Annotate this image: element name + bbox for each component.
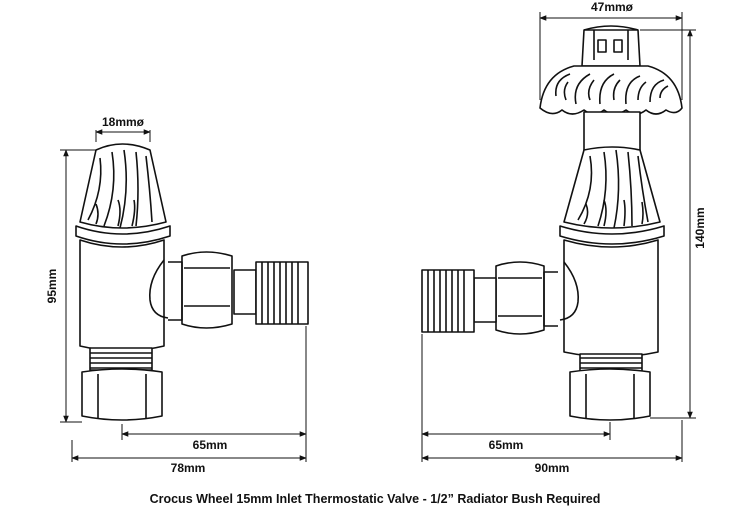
right-valve-spindle-cap [581,25,641,67]
right-valve-crocus-wheel [539,65,683,115]
left-valve-lower-nut [81,368,163,421]
left-valve-elbow [148,259,169,319]
right-inlet-offset-label: 65mm [489,438,524,452]
right-head-diameter-label: 47mmø [591,0,634,14]
right-valve-dimension-lines [421,12,696,462]
left-overall-width-label: 78mm [171,461,206,475]
left-head-diameter-label: 18mmø [102,115,145,129]
right-height-label: 140mm [693,207,707,248]
left-valve-drawing [75,143,309,421]
left-inlet-offset-label: 65mm [193,438,228,452]
right-valve-drawing [421,25,683,421]
right-valve-lower-thread [579,353,643,373]
right-valve-side-nut [495,261,558,335]
right-overall-width-label: 90mm [535,461,570,475]
left-height-label: 95mm [45,269,59,304]
left-valve-tail-thread [233,261,309,325]
technical-drawing: 18mmø 95mm 65mm 78mm [45,0,707,475]
left-valve-head [79,143,167,229]
right-valve-lower-nut [569,368,651,421]
left-valve-lower-thread [89,347,153,371]
left-valve-side-nut [168,251,233,329]
left-valve-dimension-lines [60,129,307,462]
right-valve-collar [559,225,665,245]
drawing-caption: Crocus Wheel 15mm Inlet Thermostatic Val… [149,492,601,506]
left-valve-collar [75,225,171,245]
right-valve-elbow [559,261,580,321]
right-valve-neck [583,111,641,151]
right-valve-head [563,146,661,229]
left-valve-body [79,239,165,352]
right-valve-tail-thread [421,269,497,333]
